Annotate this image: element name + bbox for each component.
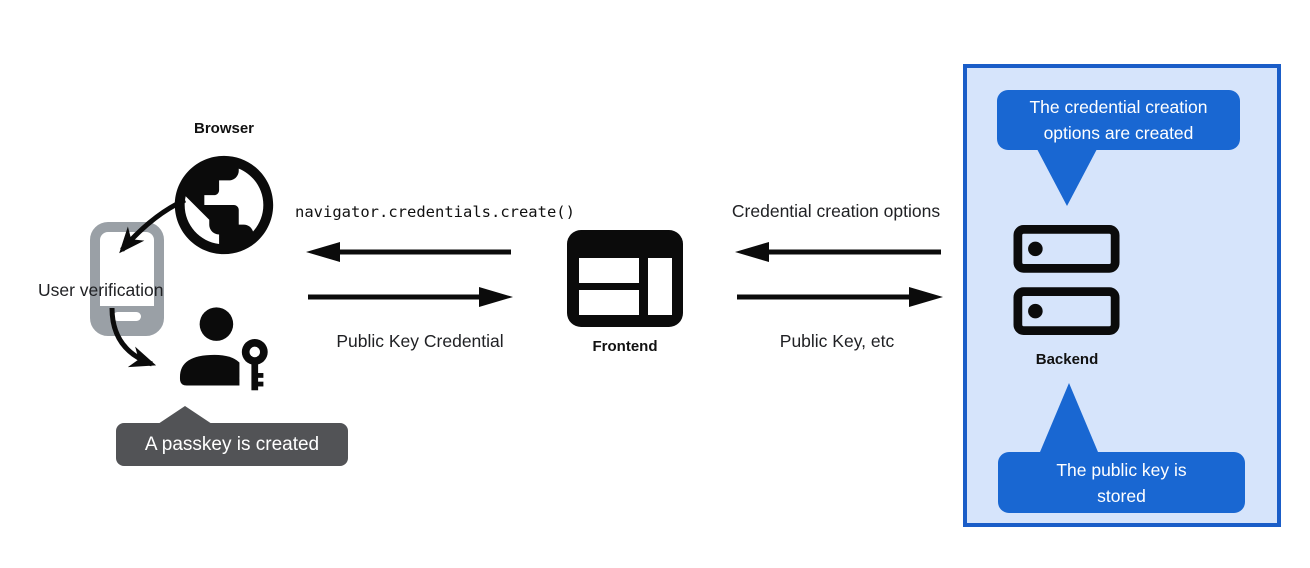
frontend-node-label: Frontend — [592, 338, 658, 355]
public-key-stored-tooltip: The public key is stored — [998, 452, 1245, 513]
user-verification-label: User verification — [38, 280, 164, 300]
arrow-right-frontend-to-backend — [737, 287, 943, 307]
arrow-left-backend-to-frontend — [735, 242, 941, 262]
options-created-tooltip: The credential creation options are crea… — [997, 90, 1240, 150]
backend-node-label: Backend — [1035, 351, 1099, 368]
public-key-etc-label: Public Key, etc — [779, 331, 895, 351]
person-with-key-icon — [179, 307, 268, 391]
arrow-left-frontend-to-browser — [306, 242, 511, 262]
backend-panel: The credential creation options are crea… — [963, 64, 1281, 527]
tooltip-tail-up — [158, 406, 212, 424]
public-key-stored-tooltip-text: The public key is stored — [1056, 459, 1187, 506]
passkey-created-tooltip: A passkey is created — [116, 423, 348, 466]
curved-arrow-globe-to-phone-and-phone-to-user — [109, 197, 187, 368]
credential-creation-options-label: Credential creation options — [731, 201, 941, 221]
public-key-credential-label: Public Key Credential — [336, 331, 504, 351]
globe-icon — [174, 155, 274, 255]
tooltip-tail-down — [1037, 149, 1097, 206]
passkey-created-tooltip-text: A passkey is created — [144, 433, 320, 455]
server-stack-icon — [1013, 225, 1120, 335]
tooltip-tail-up-blue — [1040, 383, 1098, 452]
options-created-tooltip-text: The credential creation options are crea… — [1029, 97, 1208, 143]
browser-node-label: Browser — [193, 120, 255, 137]
browser-window-icon — [567, 230, 683, 327]
arrow-right-browser-to-frontend — [308, 287, 513, 307]
create-call-label: navigator.credentials.create() — [295, 203, 575, 221]
